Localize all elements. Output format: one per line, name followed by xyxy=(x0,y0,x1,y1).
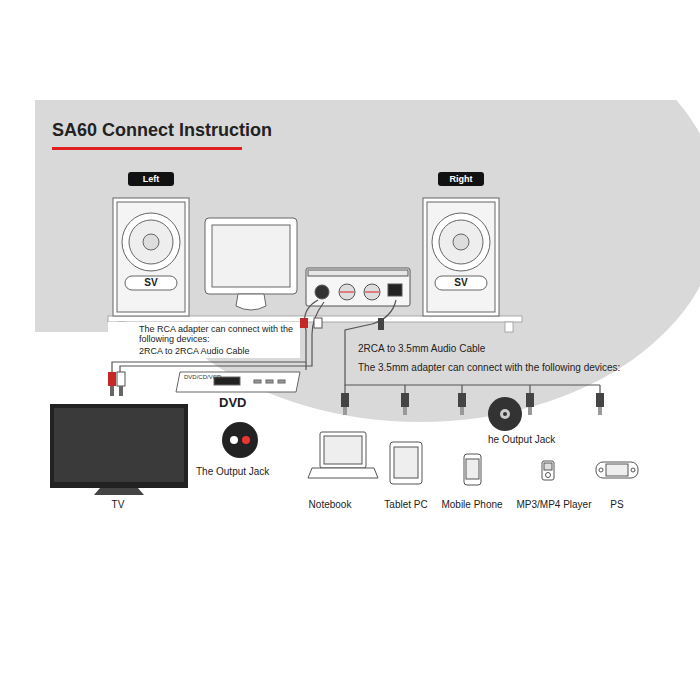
note-text: 2RCA to 2RCA Audio Cable xyxy=(139,346,250,356)
note-text: The 3.5mm adapter can connect with the f… xyxy=(358,362,620,374)
device-label: PS xyxy=(610,499,623,511)
title: SA60 Connect Instruction xyxy=(52,120,272,141)
device-label: Notebook xyxy=(309,499,352,511)
monitor xyxy=(205,218,297,310)
device-label: Tablet PC xyxy=(384,499,427,511)
dvd-player xyxy=(176,372,300,392)
output-jack xyxy=(222,422,258,458)
grey-ground xyxy=(35,100,700,422)
mobile-phone xyxy=(464,454,481,485)
device-text: DVD/CD/VCD xyxy=(184,374,221,381)
notebook xyxy=(308,432,378,478)
ps-handheld xyxy=(596,462,638,478)
device-label: TV xyxy=(112,499,125,511)
cable-label: 2RCA to 3.5mm Audio Cable xyxy=(358,343,485,355)
output-jack xyxy=(488,397,522,431)
speaker-label: Left xyxy=(128,174,174,184)
device-label: Mobile Phone xyxy=(441,499,502,511)
jack-cable xyxy=(345,300,600,393)
tv xyxy=(50,404,188,495)
note-box xyxy=(108,322,300,358)
speaker-tab: Right xyxy=(438,172,484,186)
tablet-pc xyxy=(390,442,422,484)
note-text: The RCA adapter can connect with the fol… xyxy=(139,324,297,345)
title-underline xyxy=(52,147,242,150)
jack-label: he Output Jack xyxy=(488,434,555,446)
logo-text: SV xyxy=(144,277,157,289)
device-label: MP3/MP4 Player xyxy=(516,499,591,511)
left-speaker xyxy=(113,198,189,316)
device-label: DVD xyxy=(219,396,246,411)
rca-plug xyxy=(108,318,322,396)
logo-text: SV xyxy=(454,277,467,289)
speaker-tab: Left xyxy=(128,172,174,186)
jack-label: The Output Jack xyxy=(196,466,269,478)
mp3-player xyxy=(542,461,554,480)
right-speaker xyxy=(423,198,499,316)
speaker-label: Right xyxy=(438,174,484,184)
amplifier xyxy=(306,268,410,306)
